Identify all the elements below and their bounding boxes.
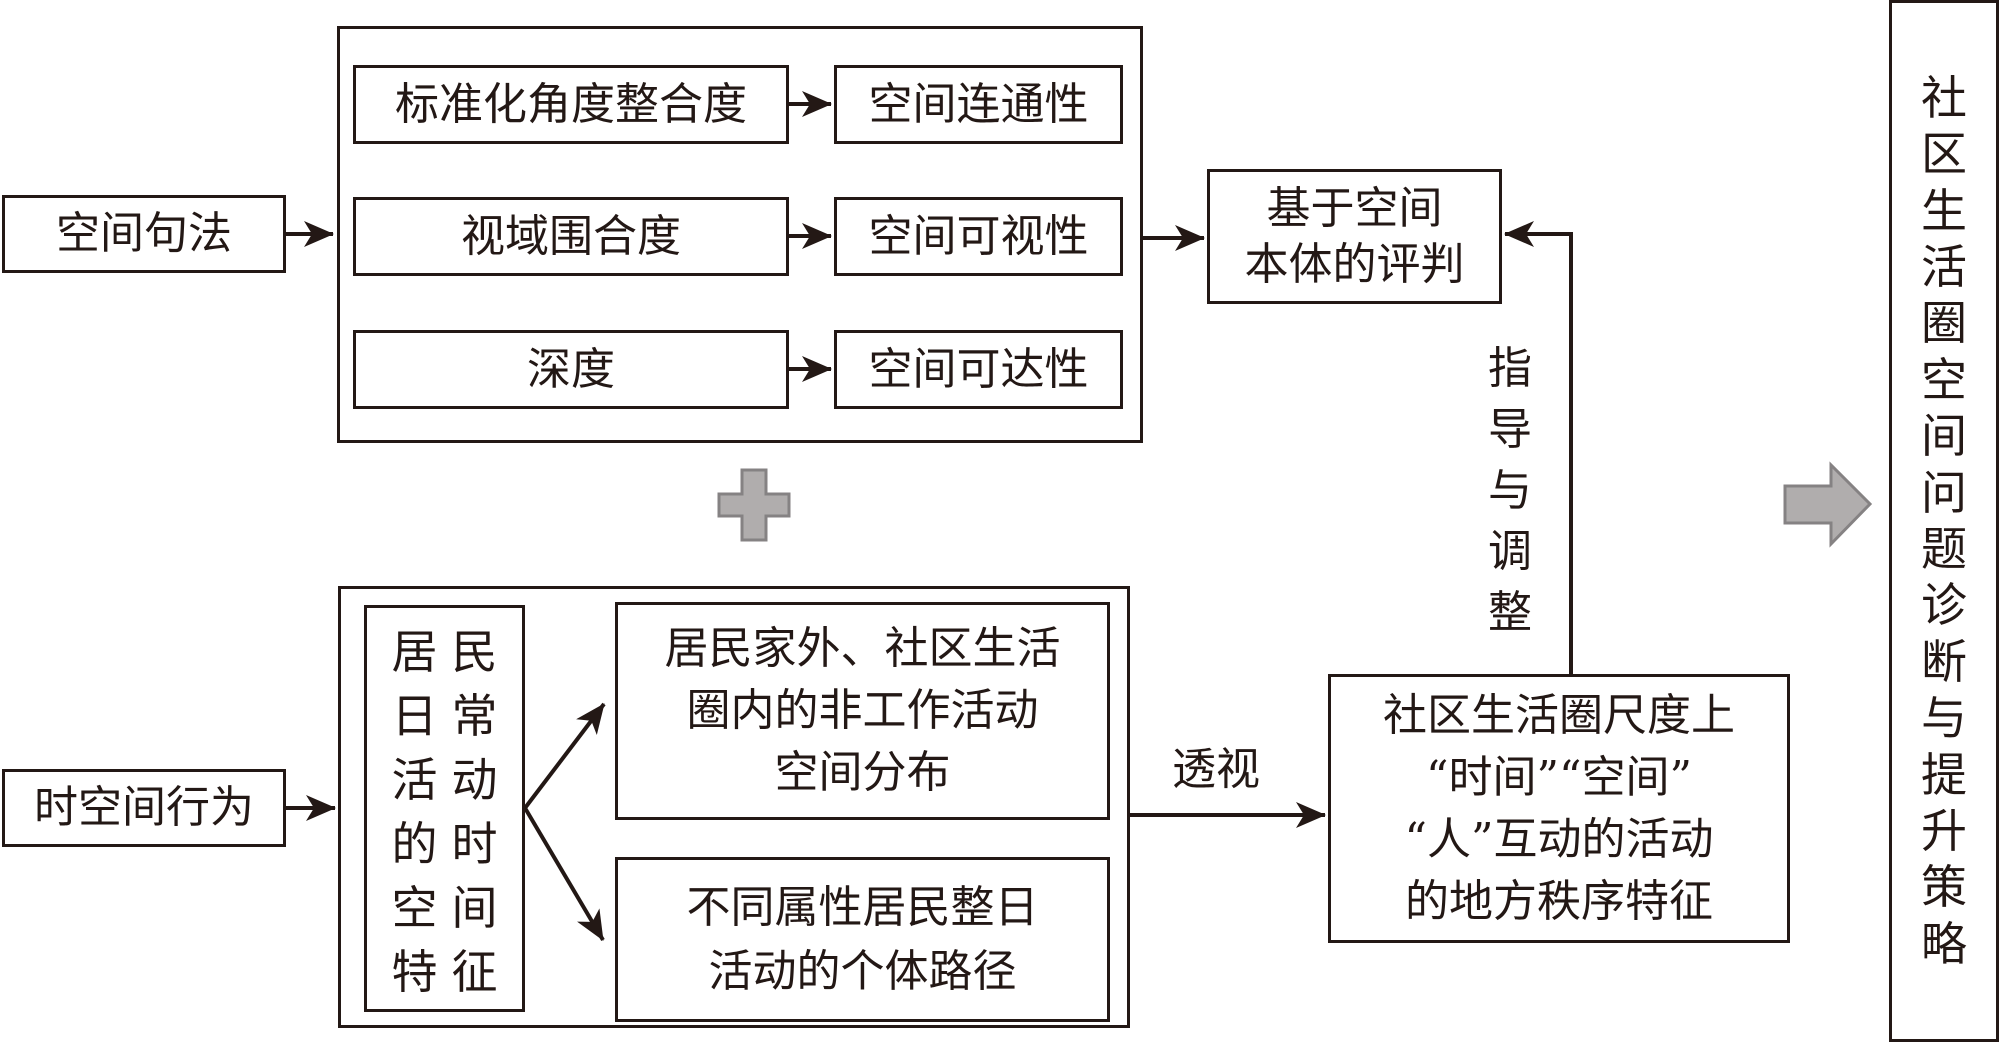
spatiotemporal-behavior-label: 时空间行为 [34,782,254,833]
property-label: 空间连通性 [868,78,1089,130]
feature-box: 居民日常活动的时空间特征 [364,605,525,1012]
conclusion-char: 略 [1921,916,1967,971]
conclusion-char: 圈 [1921,296,1967,351]
conclusion-char: 断 [1921,634,1967,689]
conclusion-char: 与 [1921,691,1967,746]
space-syntax-label: 空间句法 [56,208,232,259]
evaluation-box: 基于空间 本体的评判 [1207,169,1502,304]
property-box-visibility: 空间可视性 [834,197,1123,276]
conclusion-char: 活 [1921,239,1967,294]
conclusion-char: 策 [1921,860,1967,915]
conclusion-char: 社 [1921,70,1967,125]
conclusion-label: 社区生活圈空间问题诊断与提升策略 [1921,70,1967,973]
feature-char: 征 [451,944,498,999]
feature-char: 间 [451,880,498,935]
property-label: 空间可视性 [868,210,1089,262]
feature-char: 时 [451,816,498,871]
feature-char: 特 [391,944,438,999]
metric-label: 深度 [527,343,615,395]
property-box-connectivity: 空间连通性 [834,65,1123,144]
feedback-char: 调 [1488,526,1532,577]
behavior-group [338,586,1130,1028]
conclusion-char: 间 [1921,409,1967,464]
conclusion-char: 问 [1921,465,1967,520]
individual-path-box: 不同属性居民整日 活动的个体路径 [615,857,1110,1022]
feature-char: 常 [451,688,498,743]
feedback-char: 与 [1488,465,1532,516]
place-order-label: 社区生活圈尺度上 “时间”“空间” “人”互动的活动 的地方秩序特征 [1383,689,1735,927]
conclusion-char: 诊 [1921,578,1967,633]
feedback-char: 导 [1488,404,1532,455]
conclusion-box: 社区生活圈空间问题诊断与提升策略 [1889,0,1999,1042]
feedback-char: 指 [1488,343,1532,394]
spatiotemporal-behavior-box: 时空间行为 [2,769,286,847]
conclusion-char: 区 [1921,127,1967,182]
place-order-box: 社区生活圈尺度上 “时间”“空间” “人”互动的活动 的地方秩序特征 [1328,674,1790,943]
feature-char: 动 [451,752,498,807]
feature-char: 空 [391,880,438,935]
feedback-label: 指导与调整 [1486,338,1534,643]
activity-distribution-box: 居民家外、社区生活 圈内的非工作活动 空间分布 [615,602,1110,820]
space-syntax-group [337,26,1143,443]
metric-box-integration: 标准化角度整合度 [353,65,789,144]
metric-label: 标准化角度整合度 [395,78,747,130]
feedback-char: 整 [1488,587,1532,638]
perspective-label: 透视 [1172,744,1260,795]
activity-distribution-label: 居民家外、社区生活 圈内的非工作活动 空间分布 [664,623,1061,798]
feature-char: 活 [391,752,438,807]
feature-char: 居 [391,624,438,679]
conclusion-char: 题 [1921,522,1967,576]
evaluation-label: 基于空间 本体的评判 [1244,182,1465,290]
conclusion-char: 生 [1921,183,1967,238]
conclusion-char: 空 [1921,352,1967,407]
property-box-accessibility: 空间可达性 [834,330,1123,409]
feature-char: 日 [391,688,438,743]
metric-label: 视域围合度 [461,210,681,262]
conclusion-char: 升 [1921,804,1967,859]
individual-path-label: 不同属性居民整日 活动的个体路径 [686,881,1039,997]
feature-char: 民 [451,624,498,679]
plus-icon [717,468,791,542]
property-label: 空间可达性 [868,343,1089,395]
metric-box-depth: 深度 [353,330,789,409]
block-arrow-right-icon [1783,461,1873,548]
space-syntax-box: 空间句法 [2,195,286,273]
metric-box-isovist: 视域围合度 [353,197,789,276]
feature-text: 居民日常活动的时空间特征 [385,617,505,1001]
feature-char: 的 [391,816,438,871]
conclusion-char: 提 [1921,747,1967,802]
